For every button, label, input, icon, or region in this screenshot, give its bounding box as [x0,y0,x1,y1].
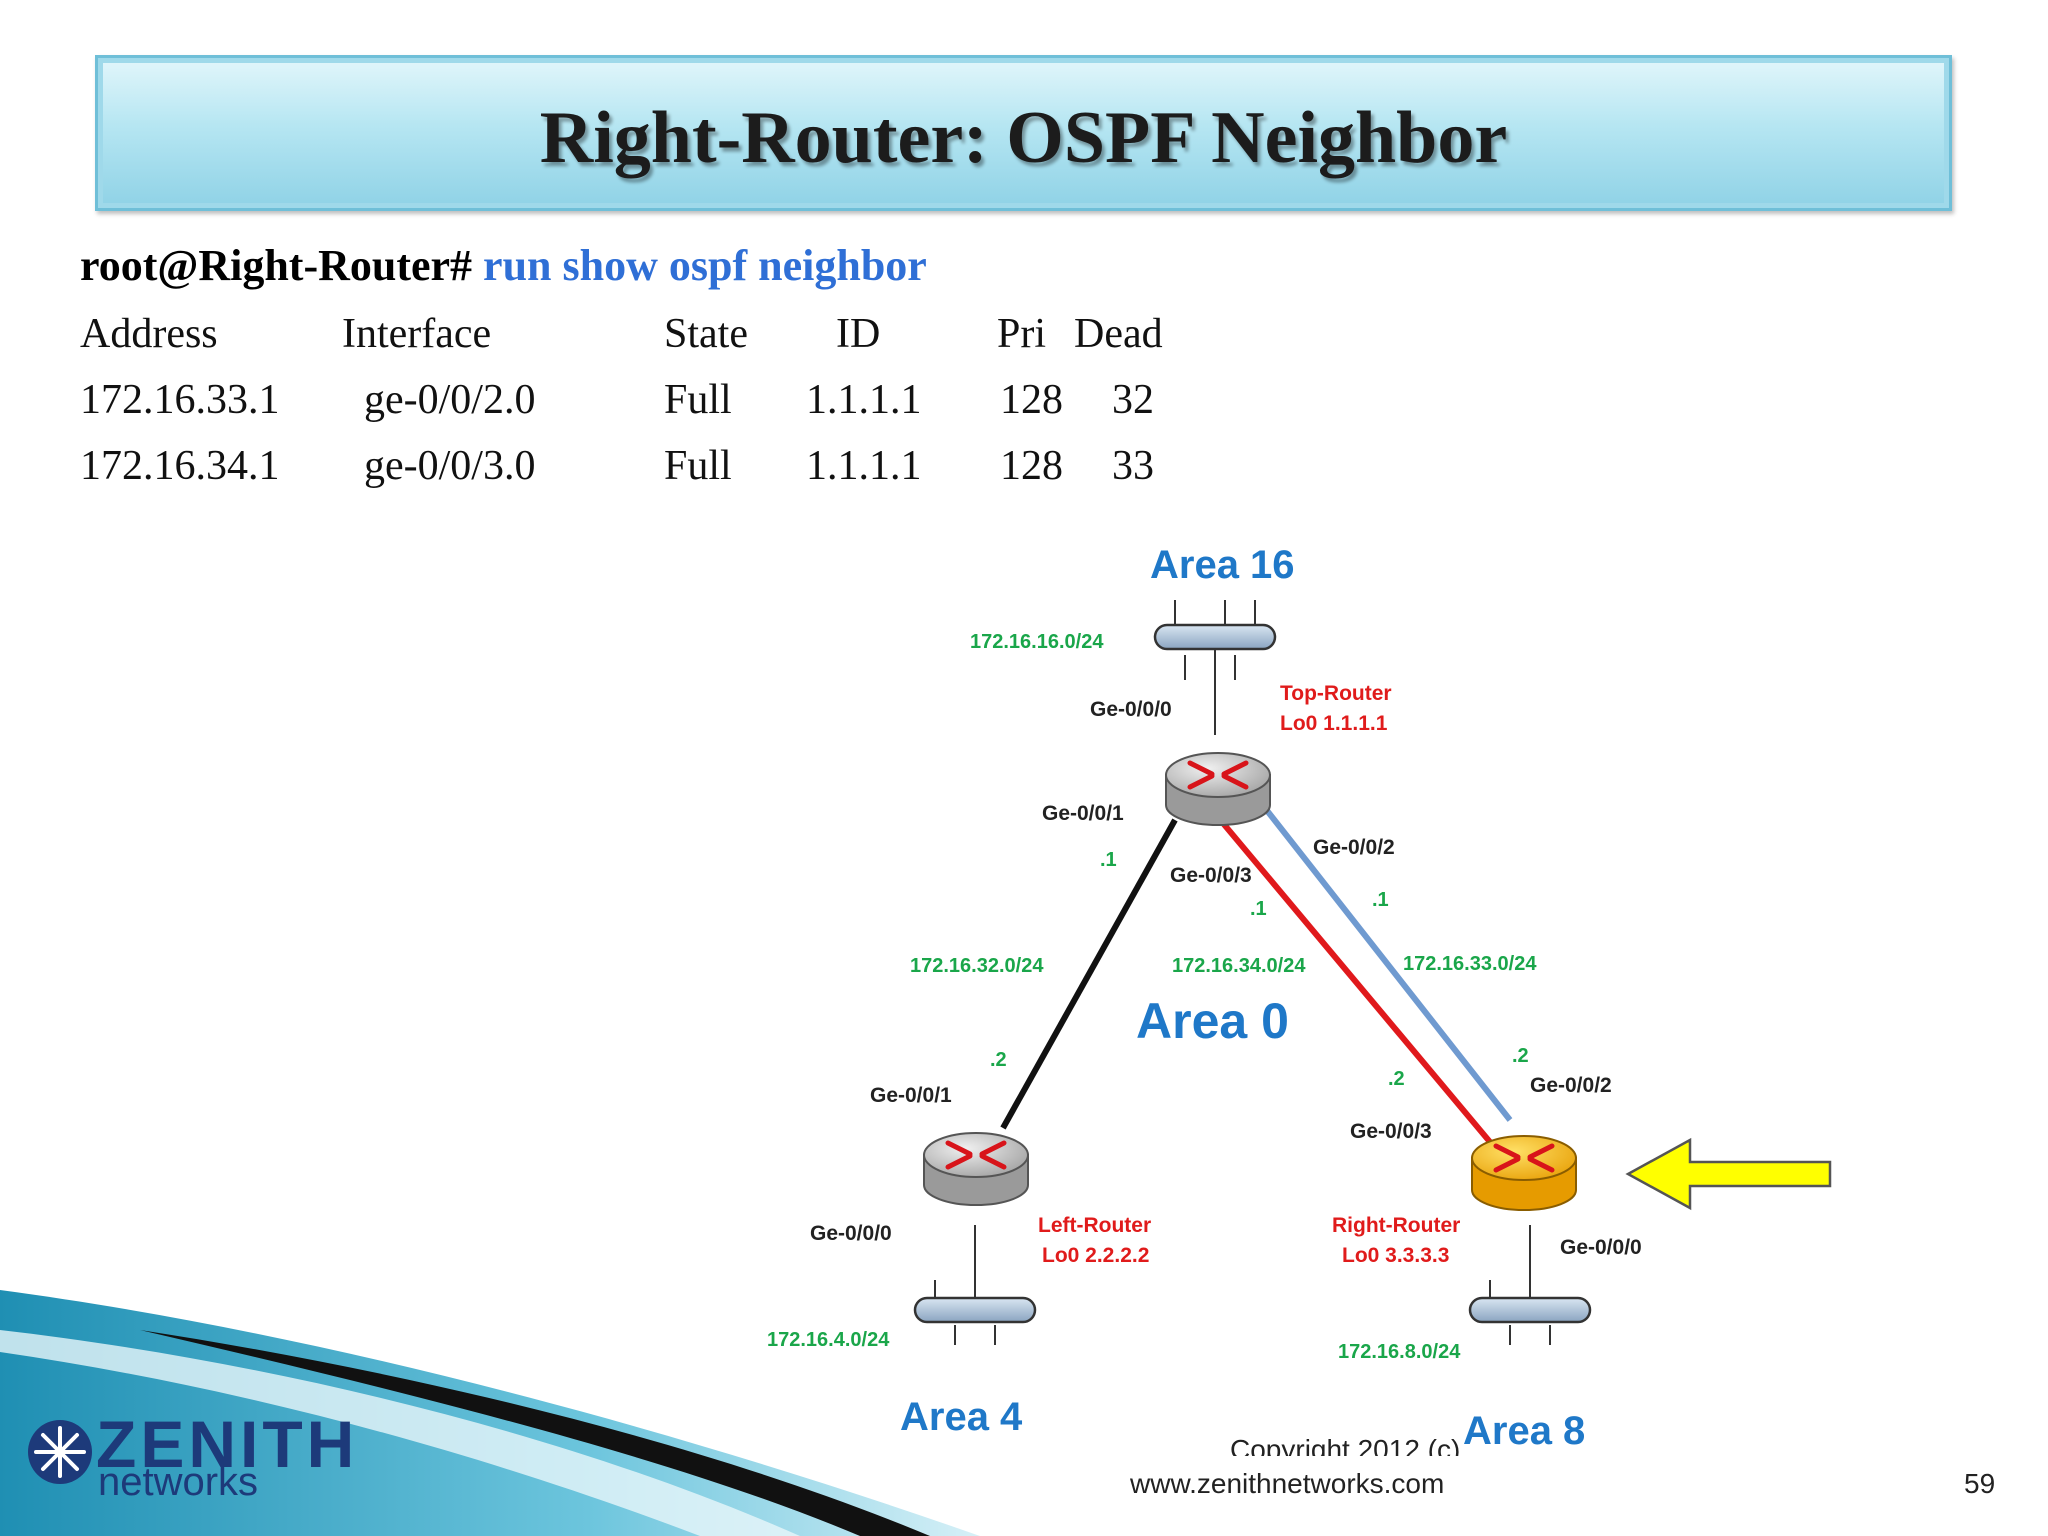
interface-label: Ge-0/0/1 [870,1084,952,1107]
router-icon-top [1165,752,1271,826]
title-banner: Right-Router: OSPF Neighbor [95,55,1952,211]
interface-label: Ge-0/0/2 [1530,1074,1612,1097]
network-label: 172.16.8.0/24 [1338,1341,1461,1363]
zenith-star-icon [28,1420,92,1484]
table-cell-address: 172.16.33.1 [80,377,280,423]
table-cell-interface: ge-0/0/3.0 [364,443,536,489]
area-label-0: Area 0 [1136,993,1289,1049]
footer-copyright: Copyright 2012 (c) [1230,1434,1461,1456]
table-cell-id: 1.1.1.1 [806,377,922,423]
router-name-label: Top-Router [1280,682,1392,705]
page-number: 59 [1964,1468,1996,1499]
interface-label: Ge-0/0/0 [1560,1236,1642,1259]
interface-label: Ge-0/0/1 [1042,802,1124,825]
interface-label: Ge-0/0/0 [1090,698,1172,721]
router-icon-left [923,1132,1029,1206]
area-label-4: Area 4 [900,1395,1023,1439]
corner-swoosh-black [140,1330,930,1536]
zenith-logo-wordmark: ZENITH [96,1407,359,1481]
cli-prompt: root@Right-Router# [80,241,473,290]
host-id-label: .1 [1100,849,1117,871]
table-cell-id: 1.1.1.1 [806,443,922,489]
table-header-state: State [664,311,748,357]
router-loopback-label: Lo0 2.2.2.2 [1042,1244,1149,1267]
link-top-right-blue [1262,806,1513,1122]
table-cell-state: Full [664,443,732,489]
table-cell-interface: ge-0/0/2.0 [364,377,536,423]
host-id-label: .1 [1372,889,1389,911]
table-cell-pri: 128 [1000,443,1063,489]
interface-label: Ge-0/0/3 [1170,864,1252,887]
router-loopback-label: Lo0 3.3.3.3 [1342,1244,1449,1267]
table-cell-state: Full [664,377,732,423]
host-id-label: .2 [1512,1045,1529,1067]
lan-segment-area8 [1468,1225,1592,1345]
command-line: root@Right-Router# run show ospf neighbo… [80,240,927,291]
table-header-dead: Dead [1074,311,1163,357]
table-cell-pri: 128 [1000,377,1063,423]
table-cell-address: 172.16.34.1 [80,443,280,489]
pointer-arrow-icon [1625,1137,1832,1211]
slide-title: Right-Router: OSPF Neighbor [539,97,1508,179]
host-id-label: .1 [1250,898,1267,920]
host-id-label: .2 [990,1049,1007,1071]
lan-segment-area4 [913,1225,1037,1345]
network-label: 172.16.16.0/24 [970,631,1104,653]
lan-segment-area16 [1153,600,1277,735]
link-top-left [1000,818,1178,1130]
router-loopback-label: Lo0 1.1.1.1 [1280,712,1388,735]
host-id-label: .2 [1388,1068,1405,1090]
router-icon-right [1471,1135,1577,1211]
interface-label: Ge-0/0/0 [810,1222,892,1245]
router-name-label: Right-Router [1332,1214,1460,1237]
footer-website: www.zenithnetworks.com [1130,1468,1445,1499]
table-header-interface: Interface [342,311,492,357]
link-top-right-red [1219,820,1493,1144]
table-header-id: ID [836,311,881,357]
table-cell-dead: 33 [1112,443,1154,489]
network-label: 172.16.32.0/24 [910,955,1044,977]
area-label-16: Area 16 [1150,543,1295,587]
network-label: 172.16.34.0/24 [1172,955,1306,977]
cli-command: run show ospf neighbor [483,241,927,290]
network-label: 172.16.4.0/24 [767,1329,890,1351]
table-header-address: Address [80,311,218,357]
network-label: 172.16.33.0/24 [1403,953,1537,975]
table-header-pri: Pri [997,311,1047,357]
corner-swoosh-light [0,1330,800,1536]
zenith-logo-subtitle: networks [98,1460,259,1504]
table-cell-dead: 32 [1112,377,1154,423]
interface-label: Ge-0/0/3 [1350,1120,1432,1143]
interface-label: Ge-0/0/2 [1313,836,1395,859]
area-label-8: Area 8 [1463,1409,1585,1453]
router-name-label: Left-Router [1038,1214,1151,1237]
